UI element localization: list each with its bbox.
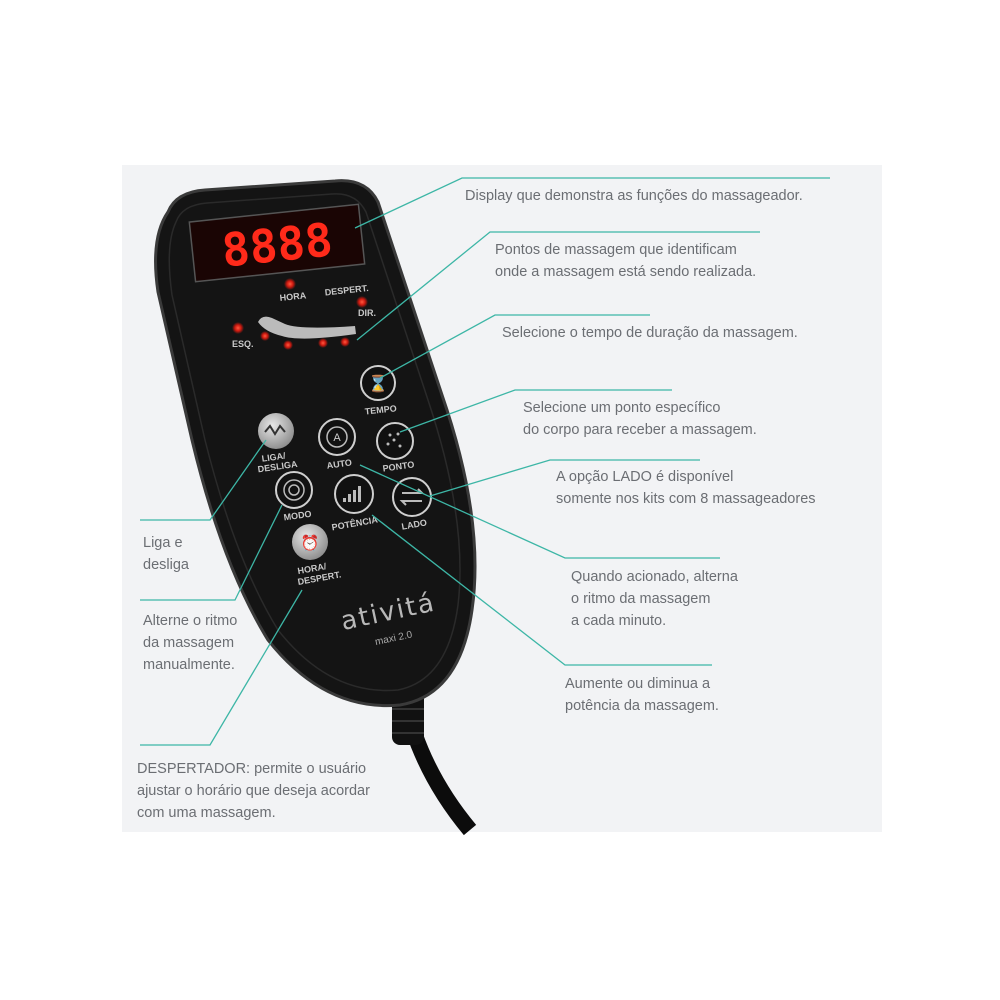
svg-text:TEMPO: TEMPO bbox=[364, 403, 397, 416]
ponto-button[interactable]: PONTO bbox=[376, 422, 415, 474]
svg-text:LADO: LADO bbox=[401, 517, 428, 531]
callout-liga: Liga e desliga bbox=[143, 535, 189, 573]
display-digits: 8888 bbox=[219, 212, 335, 277]
callout-lado: A opção LADO é disponível somente nos ki… bbox=[556, 469, 816, 507]
callout-tempo: Selecione o tempo de duração da massagem… bbox=[502, 325, 798, 341]
callout-display: Display que demonstra as funções do mass… bbox=[465, 188, 803, 204]
hourglass-icon: ⌛ bbox=[368, 374, 388, 393]
led-display: 8888 bbox=[188, 203, 366, 283]
modo-button[interactable]: MODO bbox=[275, 471, 313, 523]
led-point-4 bbox=[340, 337, 350, 347]
alarm-clock-icon: ⏰ bbox=[301, 533, 320, 552]
led-dir bbox=[356, 296, 368, 308]
points-icon bbox=[386, 432, 402, 448]
svg-text:A: A bbox=[333, 432, 341, 444]
led-point-3 bbox=[318, 338, 328, 348]
auto-icon bbox=[326, 426, 348, 448]
callout-despertador: DESPERTADOR: permite o usuário ajustar o… bbox=[137, 761, 370, 821]
led-hora bbox=[284, 278, 296, 290]
concentric-circles-icon bbox=[283, 479, 305, 501]
body-figure-icon bbox=[258, 316, 356, 339]
callout-ponto: Selecione um ponto específico do corpo p… bbox=[523, 400, 757, 438]
leader-lines bbox=[140, 177, 830, 746]
led-point-2 bbox=[283, 340, 293, 350]
svg-text:PONTO: PONTO bbox=[382, 459, 415, 473]
led-esq bbox=[232, 322, 244, 334]
label-despert: DESPERT. bbox=[324, 283, 369, 298]
callout-potencia: Aumente ou diminua a potência da massage… bbox=[565, 676, 719, 714]
tempo-button[interactable]: ⌛ TEMPO bbox=[360, 365, 397, 417]
callout-auto: Quando acionado, alterna o ritmo da mass… bbox=[571, 569, 738, 629]
label-hora: HORA bbox=[279, 290, 307, 303]
callout-modo: Alterne o ritmo da massagem manualmente. bbox=[143, 613, 238, 673]
label-esq: ESQ. bbox=[232, 339, 254, 349]
svg-text:AUTO: AUTO bbox=[326, 457, 352, 470]
svg-text:LIGA/: LIGA/ bbox=[261, 450, 287, 463]
auto-button[interactable]: A AUTO bbox=[318, 418, 356, 471]
led-point-1 bbox=[260, 331, 270, 341]
label-dir: DIR. bbox=[358, 308, 376, 318]
callout-pontos: Pontos de massagem que identificam onde … bbox=[495, 242, 757, 280]
svg-text:MODO: MODO bbox=[283, 509, 312, 523]
signal-bars-icon bbox=[343, 486, 361, 502]
remote-body bbox=[154, 179, 477, 708]
wave-icon bbox=[264, 424, 286, 436]
